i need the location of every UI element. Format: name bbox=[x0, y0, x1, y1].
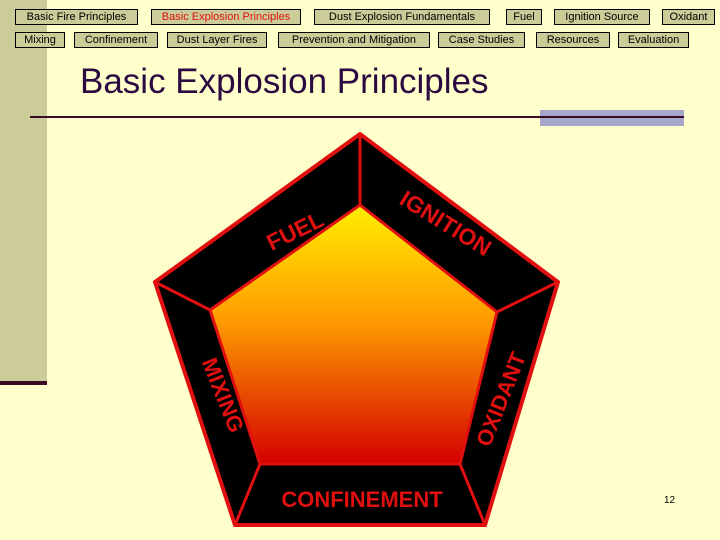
band-divider-bottom-left bbox=[233, 463, 262, 526]
nav-button-basic-explosion-principles[interactable]: Basic Explosion Principles bbox=[151, 9, 301, 25]
explosion-pentagon-diagram: FUEL IGNITION OXIDANT MIXING CONFINEMENT bbox=[152, 132, 561, 527]
nav-button-dust-layer-fires[interactable]: Dust Layer Fires bbox=[167, 32, 267, 48]
title-accent-bar bbox=[540, 110, 684, 126]
nav-button-prevention-and-mitigation[interactable]: Prevention and Mitigation bbox=[278, 32, 430, 48]
nav-button-confinement[interactable]: Confinement bbox=[74, 32, 158, 48]
confinement-label: CONFINEMENT bbox=[281, 487, 443, 512]
left-sidebar-rule bbox=[0, 381, 47, 385]
title-underline bbox=[30, 116, 684, 118]
nav-button-dust-explosion-fundamentals[interactable]: Dust Explosion Fundamentals bbox=[314, 9, 490, 25]
nav-button-ignition-source[interactable]: Ignition Source bbox=[554, 9, 650, 25]
pentagon-core bbox=[208, 203, 499, 466]
band-divider-left bbox=[154, 280, 211, 312]
nav-button-evaluation[interactable]: Evaluation bbox=[618, 32, 689, 48]
slide-title: Basic Explosion Principles bbox=[80, 62, 489, 101]
nav-button-fuel[interactable]: Fuel bbox=[506, 9, 542, 25]
nav-button-basic-fire-principles[interactable]: Basic Fire Principles bbox=[15, 9, 138, 25]
left-sidebar-bar bbox=[0, 0, 47, 383]
band-divider-bottom-right bbox=[458, 463, 487, 526]
nav-button-mixing[interactable]: Mixing bbox=[15, 32, 65, 48]
nav-button-case-studies[interactable]: Case Studies bbox=[438, 32, 525, 48]
page-number: 12 bbox=[664, 495, 676, 506]
nav-button-oxidant[interactable]: Oxidant bbox=[662, 9, 715, 25]
band-divider-right bbox=[496, 280, 559, 314]
nav-button-resources[interactable]: Resources bbox=[536, 32, 610, 48]
